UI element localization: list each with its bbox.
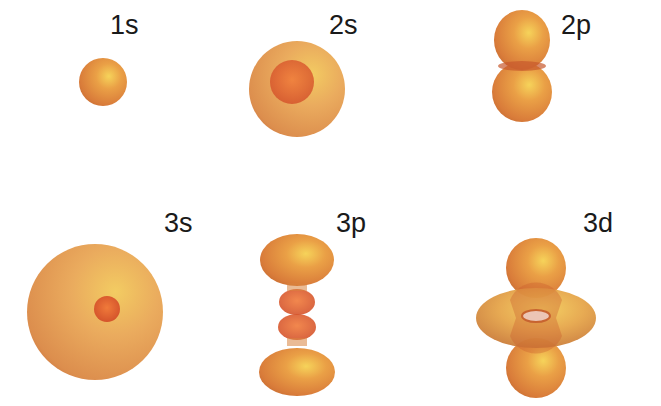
orbital-2s-core [270, 60, 314, 104]
orbital-label: 3s [164, 210, 193, 237]
orbital-2p-node [498, 61, 546, 71]
orbital-3p-lobe [259, 348, 335, 396]
orbital-label: 2s [329, 12, 358, 39]
orbital-2p-lobe [492, 62, 552, 122]
orbital-3s-core [94, 296, 120, 322]
orbital-3d-lobe-shade [510, 318, 562, 354]
orbital-label: 1s [110, 12, 139, 39]
orbital-3s-shell [27, 244, 163, 380]
orbital-3p-inner-lobe [278, 314, 316, 340]
orbital-label: 2p [561, 12, 591, 39]
orbital-3p-neck [287, 338, 307, 346]
orbital-2p-lobe [494, 10, 550, 70]
orbital-3p-inner-lobe [279, 289, 315, 315]
orbital-2s-shell [249, 41, 345, 137]
orbital-label: 3p [336, 210, 366, 237]
orbital-3d-lobe-shade [510, 282, 562, 318]
orbital-1s [79, 58, 127, 106]
orbital-3p-lobe [260, 234, 334, 286]
orbital-3p-neck [287, 283, 307, 291]
orbital-label: 3d [583, 210, 613, 237]
